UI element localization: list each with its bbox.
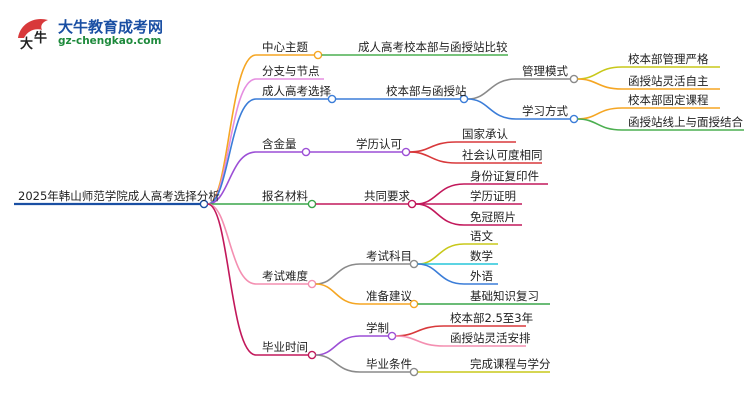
node-6-0-0-0: 校本部2.5至3年 xyxy=(450,311,534,325)
node-5-0-0-1: 数学 xyxy=(470,249,493,263)
node-3-0-0: 国家承认 xyxy=(462,127,508,141)
node-6-1: 毕业条件 xyxy=(366,357,412,371)
link-5-0-0-0 xyxy=(417,243,465,265)
link-6-0-0-1 xyxy=(395,335,445,347)
link-2-0-0-1 xyxy=(577,78,623,90)
expand-dot-6[interactable] xyxy=(307,350,317,360)
node-2-0-1: 学习方式 xyxy=(522,104,568,118)
link-5-0 xyxy=(315,263,361,285)
expand-dot-3[interactable] xyxy=(301,147,311,157)
link-5-0-0-2 xyxy=(417,263,465,285)
node-2-0: 校本部与函授站 xyxy=(386,84,467,98)
link-6-0-0-0 xyxy=(395,325,445,337)
node-4-0-1: 学历证明 xyxy=(470,189,516,203)
link-6 xyxy=(207,203,257,356)
node-2-0-0-0: 校本部管理严格 xyxy=(628,52,709,66)
link-6-1 xyxy=(315,354,361,373)
link-2-0-1 xyxy=(467,98,517,120)
node-6-1-0-0: 完成课程与学分 xyxy=(470,357,551,371)
logo-mark-char-1: 大 xyxy=(20,36,33,52)
link-4-0-0 xyxy=(415,183,465,205)
node-2-0-1-0: 校本部固定课程 xyxy=(628,93,709,107)
node-3: 含金量 xyxy=(262,137,297,151)
expand-dot-2-0-1[interactable] xyxy=(569,114,579,124)
root-expand-dot[interactable] xyxy=(199,199,209,209)
link-2-0-1-0 xyxy=(577,107,623,120)
node-5-0-0-2: 外语 xyxy=(470,269,493,283)
expand-dot-0[interactable] xyxy=(313,50,323,60)
logo-bull-icon: 大 牛 xyxy=(18,18,48,52)
link-4-0-2 xyxy=(415,203,465,226)
link-3 xyxy=(207,151,257,205)
logo-mark-char-2: 牛 xyxy=(34,30,47,46)
node-2-0-0: 管理模式 xyxy=(522,64,568,78)
logo-title: 大牛教育成考网 xyxy=(58,18,164,36)
link-3-0-0 xyxy=(409,141,457,153)
root-topic: 2025年韩山师范学院成人高考选择分析 xyxy=(18,189,220,203)
node-2-0-1-1: 函授站线上与面授结合 xyxy=(628,115,743,129)
link-5 xyxy=(207,203,257,285)
node-0: 中心主题 xyxy=(262,40,308,54)
node-5-0: 考试科目 xyxy=(366,249,412,263)
link-5-1 xyxy=(315,283,361,305)
link-2 xyxy=(207,98,257,205)
node-5-1: 准备建议 xyxy=(366,289,412,303)
node-6-0: 学制 xyxy=(366,321,389,335)
node-4-0-2: 免冠照片 xyxy=(470,210,516,224)
node-6: 毕业时间 xyxy=(262,340,308,354)
expand-dot-4[interactable] xyxy=(307,199,317,209)
node-5: 考试难度 xyxy=(262,269,308,283)
node-4-0-0: 身份证复印件 xyxy=(470,169,539,183)
node-5-0-0-0: 语文 xyxy=(470,229,493,243)
node-6-0-0-1: 函授站灵活安排 xyxy=(450,331,531,345)
node-4: 报名材料 xyxy=(262,189,308,203)
node-2: 成人高考选择 xyxy=(262,84,331,98)
node-3-0-0-1: 社会认可度相同 xyxy=(462,148,543,162)
node-4-0: 共同要求 xyxy=(364,189,410,203)
logo: 大 牛 大牛教育成考网 gz-chengkao.com xyxy=(14,12,204,52)
link-6-0 xyxy=(315,335,361,356)
link-2-0-1-1 xyxy=(577,118,623,131)
link-3-0-0-1 xyxy=(409,151,457,164)
node-3-0: 学历认可 xyxy=(356,137,402,151)
expand-dot-2-0-0[interactable] xyxy=(569,74,579,84)
node-1: 分支与节点 xyxy=(262,64,320,78)
logo-url: gz-chengkao.com xyxy=(58,35,162,47)
link-2-0-0-0 xyxy=(577,66,623,80)
node-2-0-0-1: 函授站灵活自主 xyxy=(628,74,709,88)
link-2-0-0 xyxy=(467,78,517,100)
node-0-0: 成人高考校本部与函授站比较 xyxy=(358,40,508,54)
expand-dot-5[interactable] xyxy=(307,279,317,289)
node-5-1-0-0: 基础知识复习 xyxy=(470,289,539,303)
expand-dot-6-0[interactable] xyxy=(387,331,397,341)
expand-dot-3-0[interactable] xyxy=(401,147,411,157)
